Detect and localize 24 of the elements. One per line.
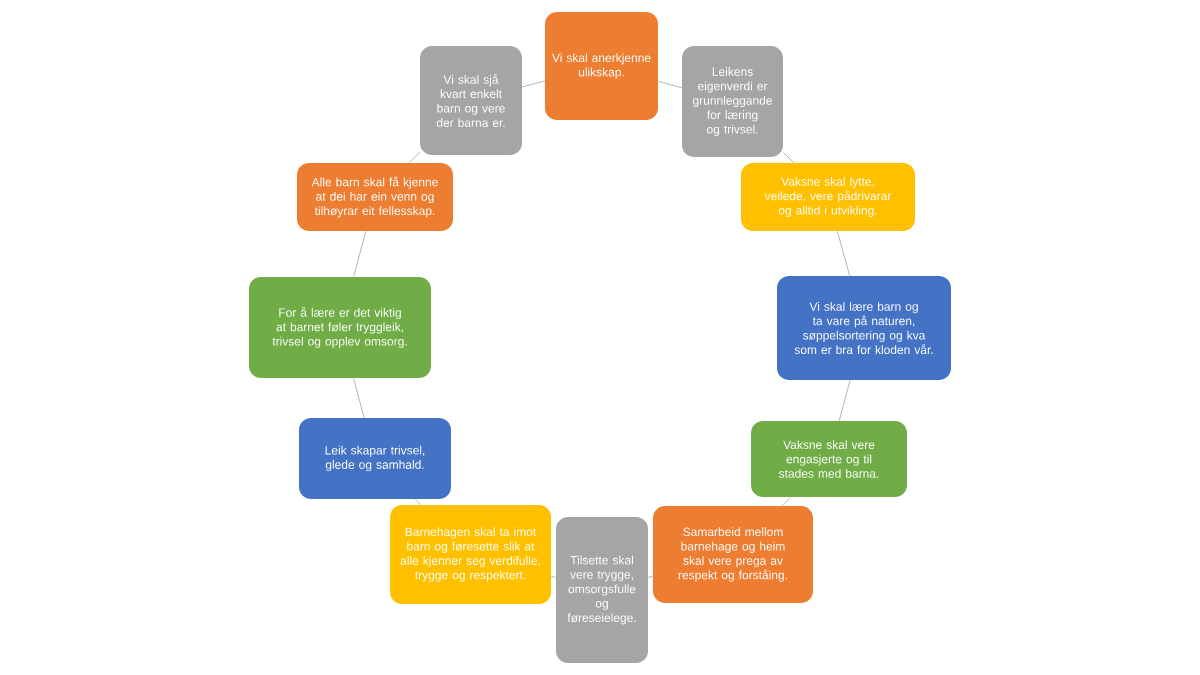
connector-line — [521, 80, 546, 88]
connector-line — [837, 230, 851, 277]
rounded-box: Vi skal sjå kvart enkelt barn og vere der barna er. — [420, 46, 522, 155]
rounded-box: Barnehagen skal ta imot barn og føresette slik at alle kjenner seg verdifulle, trygge og respektert. — [390, 505, 551, 604]
rounded-box: Tilsette skal vere trygge, omsorgsfulle og føreseielege. — [556, 517, 648, 663]
rounded-box: Vaksne skal vere engasjerte og til stades med barna. — [751, 421, 907, 497]
rounded-box: Leikens eigenverdi er grunnleggande for læring og trivsel. — [682, 46, 783, 157]
connector-line — [353, 230, 367, 278]
rounded-box: Vi skal anerkjenne ulikskap. — [545, 12, 658, 120]
rounded-box: Samarbeid mellom barnehage og heim skal vere prega av respekt og forståing. — [653, 506, 813, 603]
rounded-box: Leik skapar trivsel, glede og samhald. — [299, 418, 451, 499]
connector-line — [781, 496, 791, 507]
rounded-box: Vaksne skal lytte, veilede, vere pådrivarar og alltid i utvikling. — [741, 163, 915, 231]
connector-line — [550, 575, 557, 578]
connector-line — [415, 498, 422, 506]
connector-line — [838, 379, 851, 422]
rounded-box: For å lære er det viktig at barnet føler tryggleik, trivsel og opplev omsorg. — [249, 277, 431, 378]
connector-line — [353, 377, 365, 419]
rounded-box: Alle barn skal få kjenne at dei har ein venn og tilhøyrar eit fellesskap. — [297, 163, 453, 231]
connector-line — [647, 575, 654, 578]
connector-line — [657, 80, 683, 89]
connector-line — [408, 151, 421, 164]
connector-line — [782, 151, 795, 164]
rounded-box: Vi skal lære barn og ta vare på naturen, søppelsortering og kva som er bra for kloden vår. — [777, 276, 951, 380]
